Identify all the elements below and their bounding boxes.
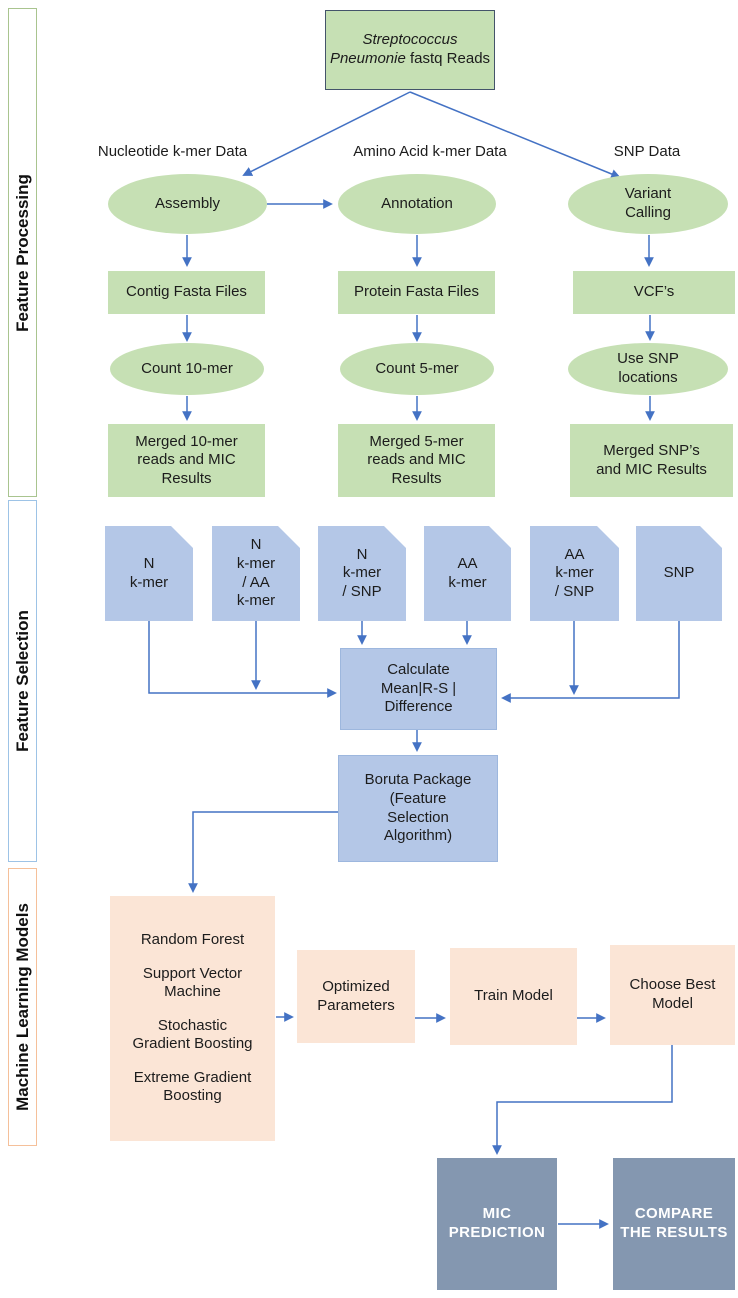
sidebar-section-machine-learning-models: Machine Learning Models <box>8 868 37 1146</box>
sidebar-section-feature-selection: Feature Selection <box>8 500 37 862</box>
model-item-xgb: Extreme Gradient Boosting <box>133 1068 252 1105</box>
node-boruta-package: Boruta Package (Feature Selection Algori… <box>338 755 498 862</box>
node-assembly: Assembly <box>108 174 267 234</box>
node-train-model: Train Model <box>450 948 577 1045</box>
node-compare-results: COMPARE THE RESULTS <box>613 1158 735 1290</box>
node-variant-calling: Variant Calling <box>568 174 728 234</box>
source-reads-label: Streptococcus Pneumonie fastq Reads <box>326 31 494 68</box>
column-header-amino-acid: Amino Acid k-mer Data <box>353 142 507 160</box>
node-ml-models: Random Forest Support Vector Machine Sto… <box>110 896 275 1141</box>
feature-card-snp: SNP <box>636 526 722 621</box>
node-calculate-difference: Calculate Mean|R-S | Difference <box>340 648 497 730</box>
source-suffix: fastq Reads <box>405 50 491 67</box>
node-merged-5mer: Merged 5-mer reads and MIC Results <box>338 424 495 497</box>
feature-card-n-aa-kmer: N k-mer / AA k-mer <box>212 526 300 621</box>
node-contig-fasta-files: Contig Fasta Files <box>108 271 265 314</box>
model-item-sgb: Stochastic Gradient Boosting <box>132 1016 253 1053</box>
node-merged-10mer: Merged 10-mer reads and MIC Results <box>108 424 265 497</box>
source-species-italic: Streptococcus Pneumonie <box>329 31 458 67</box>
feature-card-aa-kmer: AA k-mer <box>424 526 511 621</box>
node-count-10mer: Count 10-mer <box>110 343 264 395</box>
sidebar-label-machine-learning-models: Machine Learning Models <box>12 903 32 1111</box>
connector-choose-mic <box>492 1045 673 1155</box>
model-item-svm: Support Vector Machine <box>142 964 243 1001</box>
node-protein-fasta-files: Protein Fasta Files <box>338 271 495 314</box>
connector-source-assembly <box>242 91 411 176</box>
connector-source-variant-calling <box>409 91 621 179</box>
sidebar-label-feature-selection: Feature Selection <box>12 610 32 752</box>
node-source-reads: Streptococcus Pneumonie fastq Reads <box>325 10 495 90</box>
column-header-nucleotide: Nucleotide k-mer Data <box>97 142 248 160</box>
node-mic-prediction: MIC PREDICTION <box>437 1158 557 1290</box>
sidebar-section-feature-processing: Feature Processing <box>8 8 37 497</box>
node-count-5mer: Count 5-mer <box>340 343 494 395</box>
feature-card-n-snp: N k-mer / SNP <box>318 526 406 621</box>
column-header-snp: SNP Data <box>613 142 681 160</box>
connector-boruta-models <box>188 811 338 893</box>
node-vcfs: VCF’s <box>573 271 735 314</box>
node-choose-best-model: Choose Best Model <box>610 945 735 1045</box>
sidebar-label-feature-processing: Feature Processing <box>12 173 32 332</box>
node-annotation: Annotation <box>338 174 496 234</box>
node-merged-snps: Merged SNP’s and MIC Results <box>570 424 733 497</box>
connector-card6-calculate <box>501 621 680 703</box>
feature-card-n-kmer: N k-mer <box>105 526 193 621</box>
feature-card-aa-snp: AA k-mer / SNP <box>530 526 619 621</box>
node-optimized-parameters: Optimized Parameters <box>297 950 415 1043</box>
model-item-random-forest: Random Forest <box>140 930 245 948</box>
connector-card1-calculate <box>148 621 337 698</box>
node-use-snp-locations: Use SNP locations <box>568 343 728 395</box>
